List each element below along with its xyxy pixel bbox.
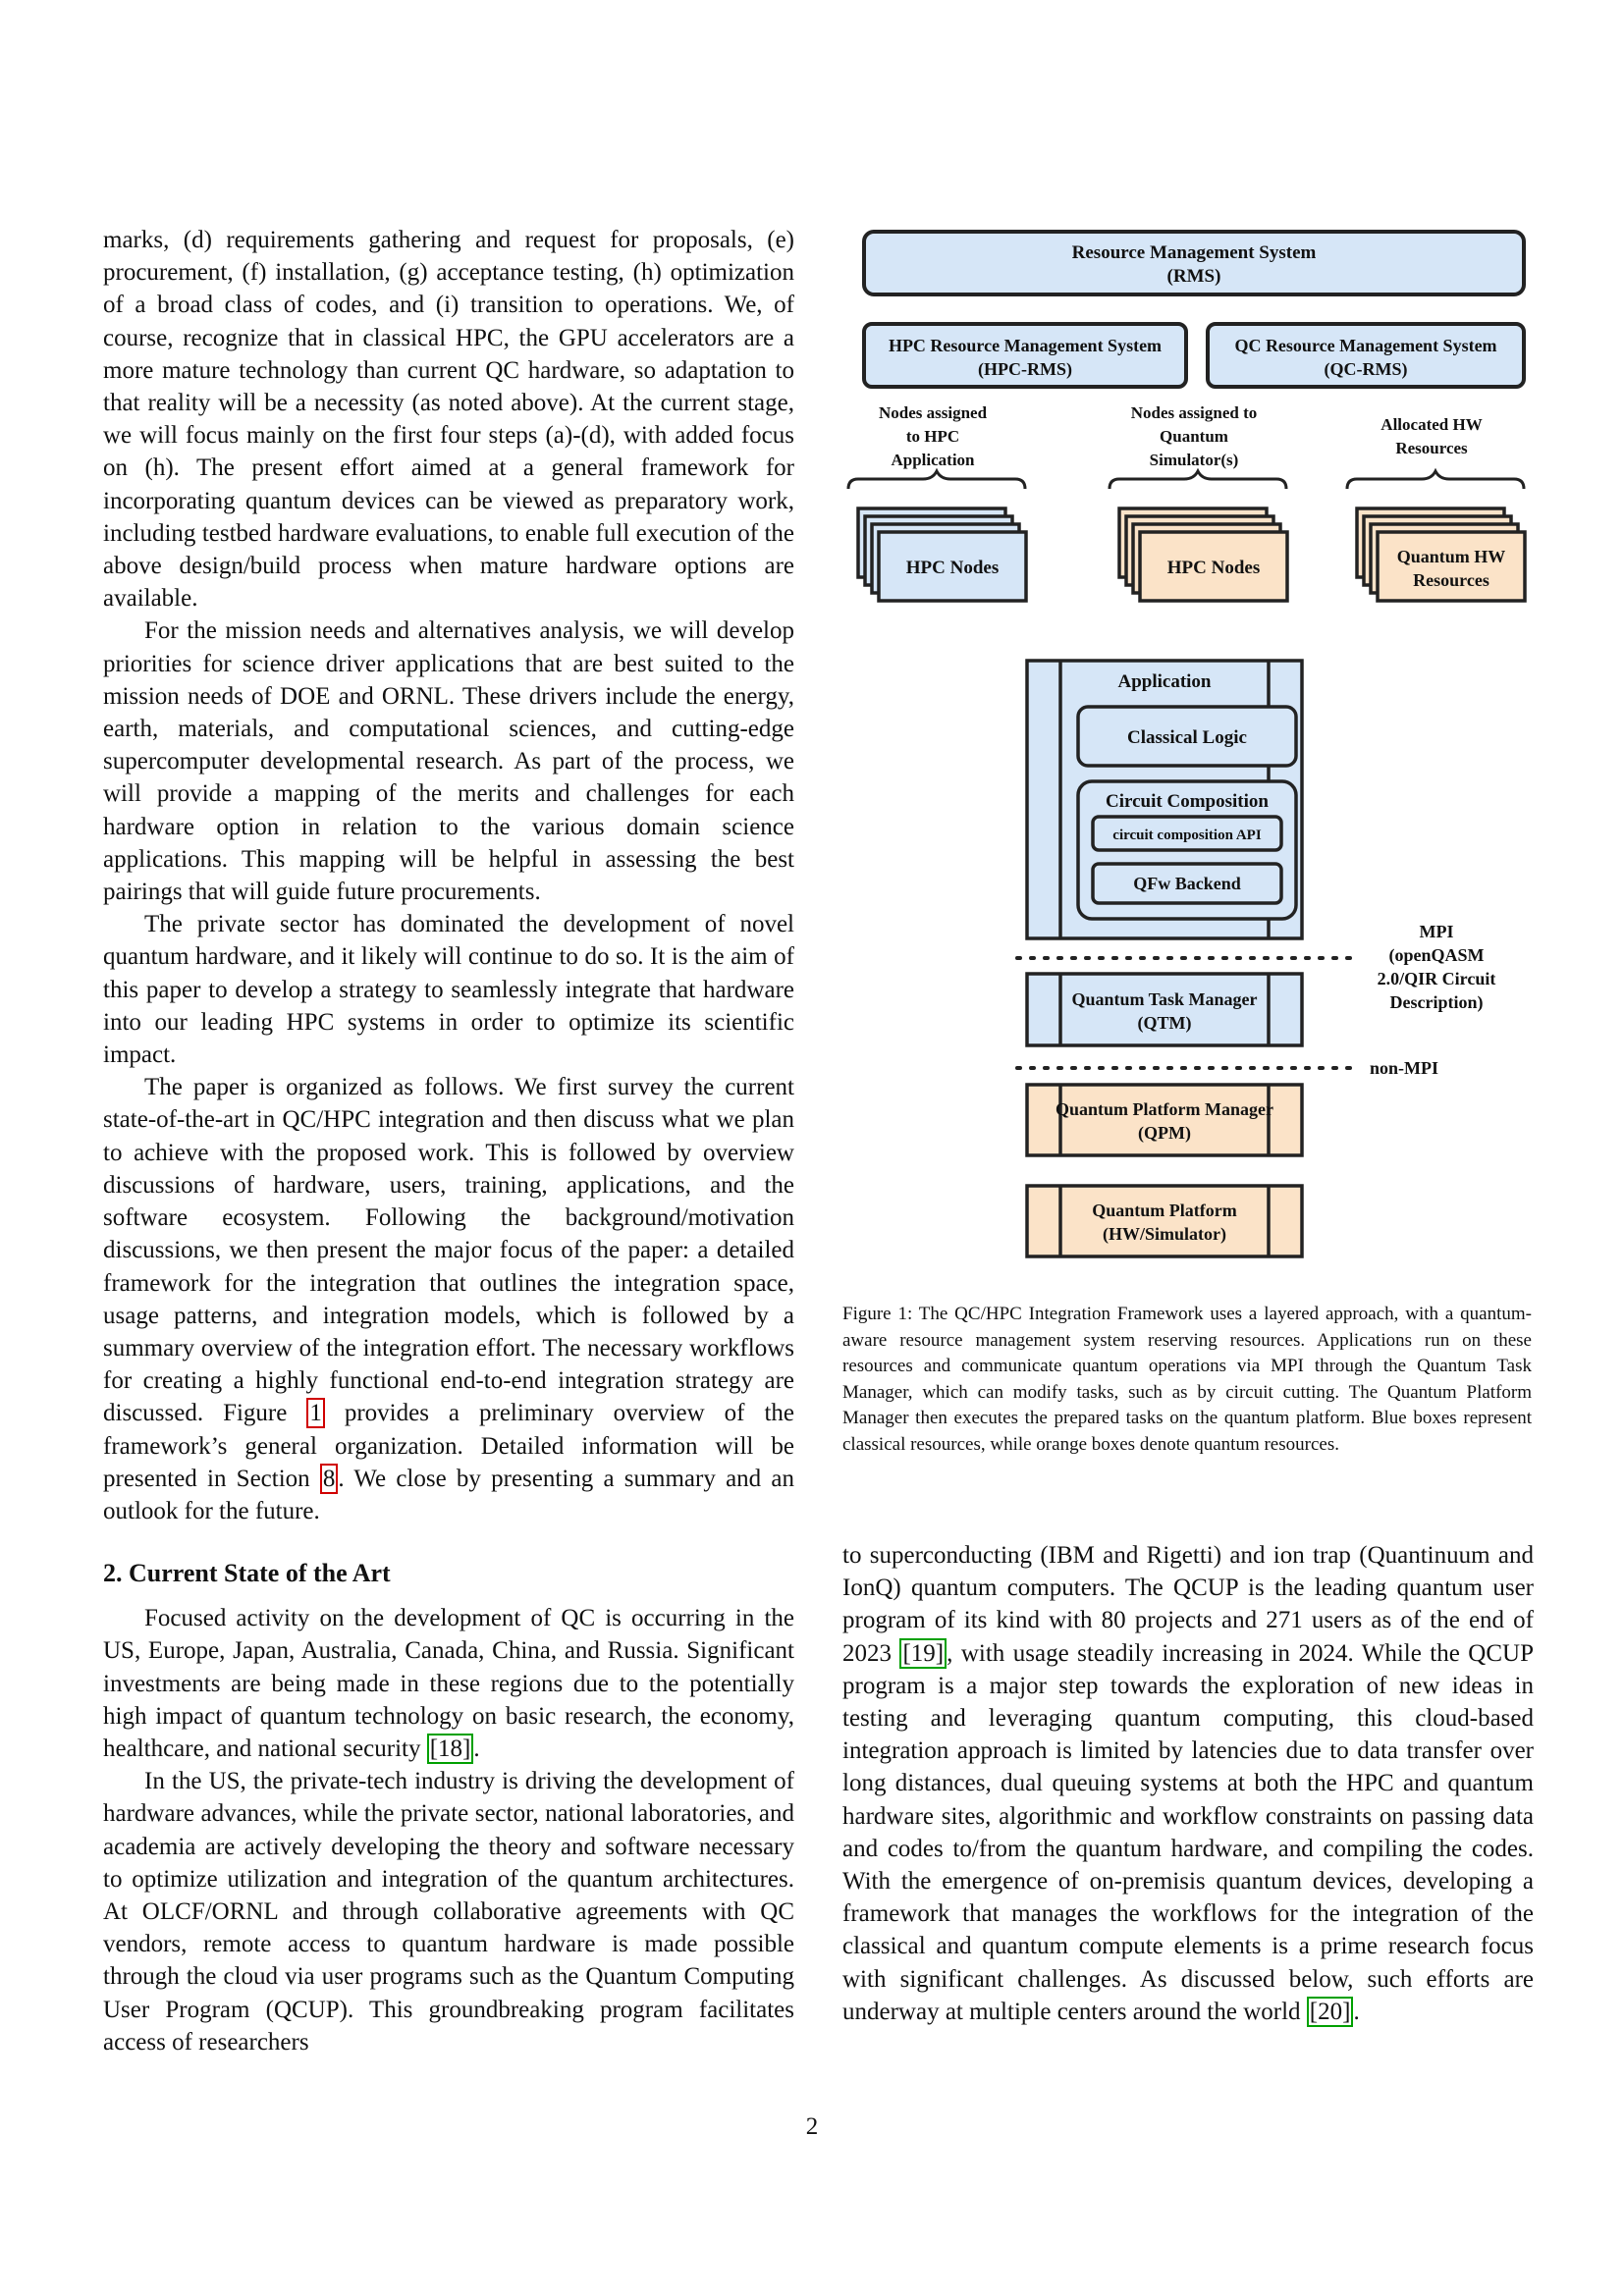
qc-rms-label: QC Resource Management System [1234,336,1496,355]
qc-rms-box [1206,322,1526,389]
left-column: marks, (d) requirements gathering and re… [103,224,794,2058]
figure-reference-link[interactable]: 1 [306,1398,325,1429]
right-column: to superconducting (IBM and Rigetti) and… [842,1539,1534,2028]
quantum-platform-label: Quantum Platform [1092,1201,1237,1220]
mpi-label: MPI [1420,922,1454,941]
section-heading: 2. Current State of the Art [103,1559,391,1588]
citation-link[interactable]: [19] [899,1637,947,1669]
citation-link[interactable]: [18] [426,1733,474,1764]
classical-logic-box [1076,705,1298,768]
mpi-label: Description) [1390,992,1484,1013]
text-run: . We close by presenting a summary and a… [103,1465,794,1524]
rms-label: (RMS) [1167,266,1221,287]
hpc-rms-label: HPC Resource Management System [889,336,1162,355]
quantum-platform-box [1025,1184,1304,1258]
non-mpi-label: non-MPI [1370,1058,1438,1078]
paragraph: to superconducting (IBM and Rigetti) and… [842,1539,1534,2028]
qtm-box [1025,972,1304,1047]
text-run: , with usage steadily increasing in 2024… [842,1639,1534,2025]
section-reference-link[interactable]: 8 [319,1463,339,1494]
hpc-rms-box [862,322,1188,389]
group-label: Nodes assigned to [1131,403,1257,422]
quantum-platform-label: (HW/Simulator) [1103,1224,1226,1245]
hpc-rms-label: (HPC-RMS) [978,359,1072,380]
circuit-api-label: circuit composition API [1112,828,1262,843]
qfw-backend-label: QFw Backend [1133,874,1241,893]
page-number: 2 [805,2113,819,2140]
curly-brace-icon [1108,467,1288,490]
mpi-label: (openQASM [1388,945,1484,966]
hpc-nodes-label: HPC Nodes [1167,558,1260,578]
classical-logic-label: Classical Logic [1127,727,1247,748]
group-label: Application [891,451,975,469]
qpm-label: Quantum Platform Manager [1056,1099,1273,1119]
group-label: Resources [1395,439,1468,457]
text-run: . [1353,1998,1360,2025]
group-label: to HPC [906,427,959,446]
paragraph: For the mission needs and alternatives a… [103,617,794,906]
quantum-hw-label: Quantum HW [1397,547,1506,566]
qtm-label: (QTM) [1138,1013,1192,1034]
hpc-nodes-box [877,530,1028,603]
paragraph: In the US, the private-tech industry is … [103,1768,794,2056]
group-label: Allocated HW [1380,415,1482,434]
paragraph: The paper is organized as follows. We fi… [103,1071,794,1527]
qc-rms-label: (QC-RMS) [1325,359,1408,380]
text-run: provides a preliminary overview of the f… [103,1400,794,1492]
group-label: Nodes assigned [879,403,988,422]
paragraph: marks, (d) requirements gathering and re… [103,227,794,613]
mpi-label: 2.0/QIR Circuit [1378,969,1496,988]
figure-caption: Figure 1: The QC/HPC Integration Framewo… [842,1304,1532,1455]
paragraph: Focused activity on the development of Q… [103,1602,794,1765]
framework-diagram: Resource Management System (RMS) HPC Res… [846,230,1527,1258]
rms-box [862,230,1526,296]
brace-icons [846,467,1526,490]
qfw-backend-box [1091,862,1283,905]
group-label: Quantum [1160,427,1228,446]
circuit-api-box [1091,815,1283,852]
text-run: The paper is organized as follows. We fi… [103,1074,794,1427]
paragraph: The private sector has dominated the dev… [103,911,794,1069]
circuit-composition-label: Circuit Composition [1106,791,1269,812]
application-label: Application [1117,671,1211,692]
text-run: to superconducting (IBM and Rigetti) and… [842,1542,1534,1667]
text-run: Focused activity on the development of Q… [103,1605,794,1762]
figure-1: Resource Management System (RMS) HPC Res… [842,224,1534,1480]
qpm-box [1025,1083,1304,1157]
hpc-nodes-box [1138,530,1289,603]
text-run: . [473,1735,480,1762]
qtm-label: Quantum Task Manager [1071,989,1257,1009]
hpc-nodes-label: HPC Nodes [906,558,999,578]
curly-brace-icon [846,467,1027,490]
quantum-hw-label: Resources [1413,570,1489,590]
qpm-label: (QPM) [1138,1123,1191,1144]
group-label: Simulator(s) [1150,451,1239,469]
quantum-hw-box [1376,530,1527,603]
rms-label: Resource Management System [1072,242,1317,263]
citation-link[interactable]: [20] [1306,1996,1354,2027]
curly-brace-icon [1345,467,1526,490]
